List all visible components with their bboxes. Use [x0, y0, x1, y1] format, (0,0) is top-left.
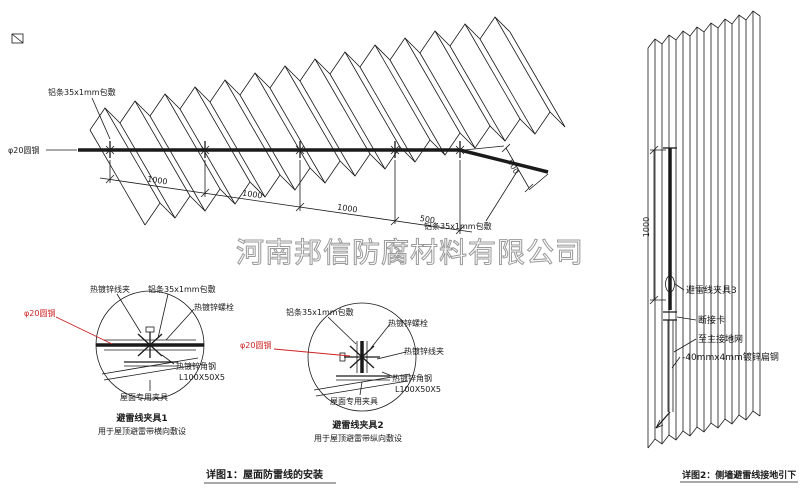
bolt-nut	[145, 326, 155, 333]
leader-rod-red	[273, 348, 351, 357]
leader-strip	[327, 316, 357, 345]
roof-sheet-line	[315, 380, 409, 397]
label-angle-1: 热镀锌角钢	[392, 373, 432, 383]
detail2-subtitle: 用于屋顶避雷带纵向敷设	[314, 433, 402, 443]
leader-rod-red	[55, 316, 113, 345]
label-rod-steel-red: φ20圆钢	[240, 340, 271, 350]
label-strip: 铝条35x1mm包敷	[148, 284, 216, 294]
label-fixture: 屋面专用夹具	[120, 392, 168, 402]
caption-detail-1-text: 详图1：屋面防雷线的安装	[206, 468, 323, 481]
wire-support-clamp-x	[105, 145, 465, 155]
detail-clamp-2: 铝条35x1mm包敷 热镀锌螺栓 φ20圆钢 热镀锌线夹 热镀锌角钢 L100X…	[240, 302, 444, 443]
wall-dimension: 1000	[642, 145, 666, 305]
wall-dim-extensions	[650, 149, 666, 301]
wall-valley-lines	[647, 16, 761, 448]
label-disconnect-card: 断接卡	[698, 314, 725, 326]
dimension-line	[99, 177, 473, 233]
leader-clamp	[376, 351, 407, 360]
disconnect-card-symbol	[663, 311, 677, 321]
leader-clamp3	[674, 283, 685, 291]
leader-strip	[157, 293, 169, 339]
wire-supports	[105, 141, 465, 158]
label-to-ground-grid: 至主接地网	[698, 333, 743, 345]
label-angle-2: L100X50X5	[179, 373, 225, 382]
label-angle-1: 热镀锌角钢	[176, 361, 216, 371]
ground-arrowhead	[655, 419, 664, 429]
leader-card	[676, 316, 697, 321]
side-dim-extensions	[463, 145, 549, 191]
dim-label-2: 1000	[242, 189, 263, 201]
label-angle-2: L100X50X5	[395, 385, 441, 394]
flat-steel-to-ground	[655, 411, 671, 429]
detail-clamp-1: 热镀锌线夹 铝条35x1mm包敷 热镀锌螺栓 φ20圆钢 热镀锌角钢 L100X…	[24, 284, 234, 436]
roof-sheet-line	[103, 364, 197, 381]
dimension-ticks	[105, 174, 465, 235]
leader-strip-top	[91, 97, 111, 140]
watermark-text: 河南邦信防腐材料有限公司	[236, 236, 584, 269]
label-rod-steel: φ20圆钢	[8, 145, 39, 155]
roof-dimension-chain: 1000 1000 1000 500	[99, 160, 473, 235]
wall-dim-ticks	[649, 145, 659, 305]
caption-detail-2-text: 详图2：侧墙避雷线接地引下	[682, 469, 796, 481]
dim-label-3: 1000	[337, 203, 358, 215]
legend-mark	[11, 33, 24, 44]
label-fixture: 屋面专用夹具	[330, 396, 378, 406]
label-clamp: 热镀锌线夹	[90, 284, 130, 294]
leader-bolt	[370, 323, 391, 349]
detail1-title: 避雷线夹具1	[116, 412, 167, 424]
wall-elevation: 1000 避雷线夹具3 断接卡 至主接地网 -40mmx4mm镀锌扁钢	[642, 10, 779, 449]
leader-angle	[161, 354, 175, 365]
wall-clamp-symbol	[665, 275, 675, 293]
label-bolt: 热镀锌螺栓	[388, 318, 428, 328]
dimension-extension-lines	[109, 160, 461, 234]
detail2-title: 避雷线夹具2	[332, 419, 383, 431]
dim-label-side: 500	[505, 158, 520, 176]
roof-isometric-view: 1000 1000 1000 500 500 铝条35x1mm包敷 φ20圆钢 …	[8, 16, 566, 235]
side-dim-line	[505, 147, 530, 189]
roof-valley-lines	[89, 31, 566, 226]
dim-label-4: 500	[419, 214, 435, 225]
label-aluminum-strip-top: 铝条35x1mm包敷	[48, 87, 116, 97]
label-rod-steel-red: φ20圆钢	[24, 308, 55, 318]
leader-clamp	[116, 293, 142, 334]
label-clamp: 热镀锌线夹	[404, 346, 444, 356]
leader-flat-steel	[671, 356, 681, 369]
lightning-wire	[78, 148, 549, 174]
leader-bolt	[165, 308, 195, 341]
leader-fixture	[359, 381, 363, 396]
leader-ground	[673, 338, 697, 353]
wall-dim-label: 1000	[642, 217, 651, 237]
label-strip: 铝条35x1mm包敷	[286, 307, 354, 317]
caption-detail-1: 详图1：屋面防雷线的安装	[204, 468, 336, 484]
dim-label-1: 1000	[147, 175, 168, 187]
leader-angle	[381, 371, 393, 377]
detail-circle-2	[307, 302, 417, 412]
label-flat-steel: -40mmx4mm镀锌扁钢	[682, 351, 779, 363]
label-aluminum-strip-right: 铝条35x1mm包敷	[424, 221, 492, 231]
leader-strip-right	[485, 169, 519, 222]
label-bolt: 热镀锌螺栓	[194, 302, 234, 312]
side-dim-ticks	[501, 143, 534, 193]
roof-top-profile	[89, 16, 511, 131]
caption-detail-2: 详图2：侧墙避雷线接地引下	[680, 469, 798, 483]
detail1-subtitle: 用于屋顶避雷带横向敷设	[98, 426, 186, 436]
label-clamp3: 避雷线夹具3	[686, 284, 737, 296]
roof-sheet-line	[101, 357, 199, 375]
